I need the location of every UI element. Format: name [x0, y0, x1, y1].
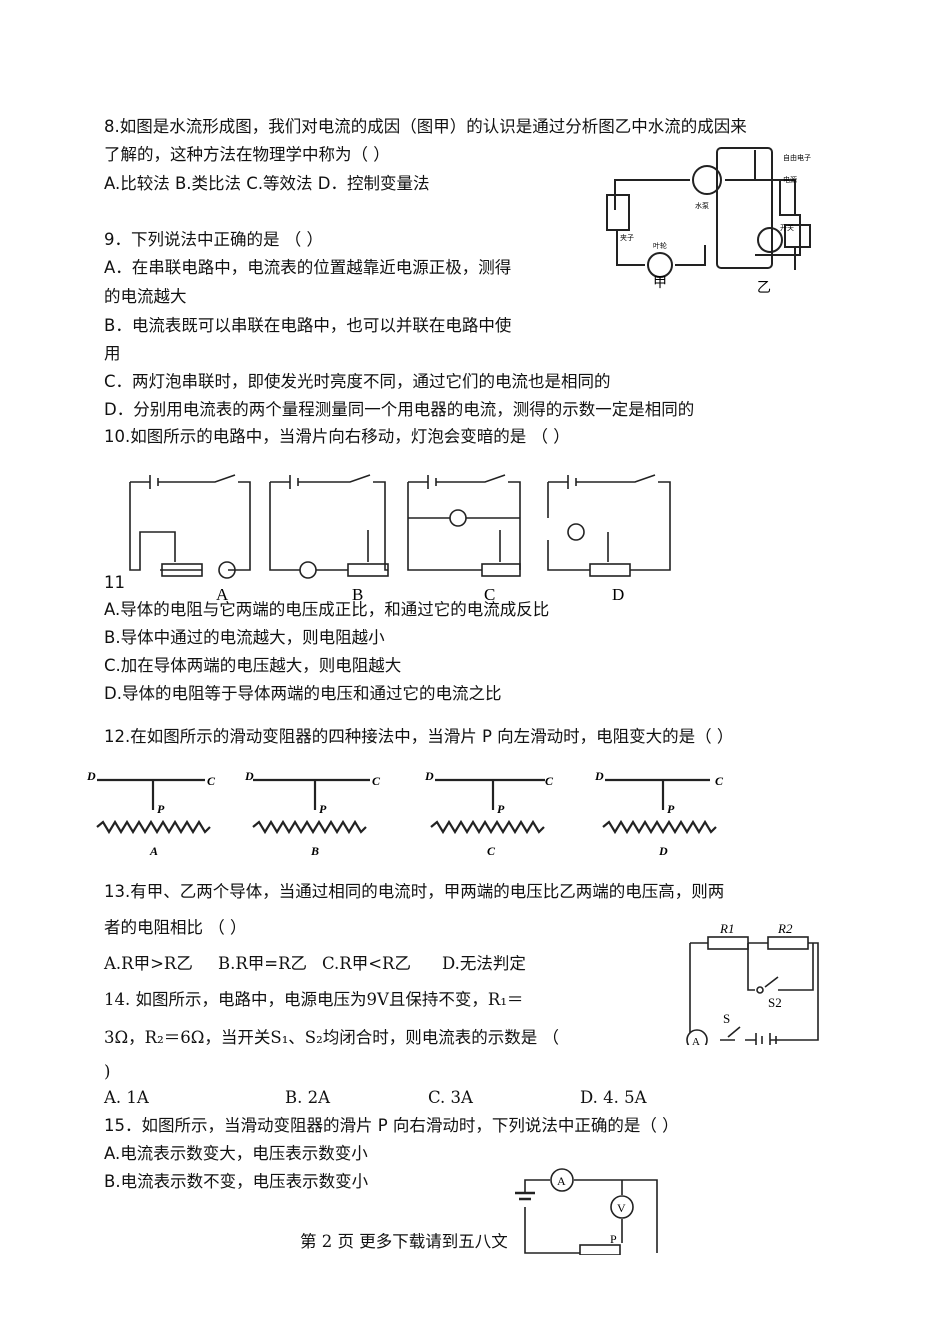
q8-options: A.比较法 B.类比法 C.等效法 D．控制变量法 [104, 174, 430, 193]
q12-rheostats: D C P D C P D C P D C P A B C D [86, 769, 724, 858]
q15-b: B.电流表示数不变，电压表示数变小 [104, 1172, 369, 1191]
q15-circuit: A V P [515, 1168, 658, 1255]
q12-b-c: C [372, 774, 381, 788]
q9-a2: 的电流越大 [104, 287, 187, 306]
q13-opt-a: A.R甲>R乙 [104, 954, 193, 973]
q12-d-c: C [715, 774, 724, 788]
q15-stem: 15．如图所示，当滑动变阻器的滑片 P 向右滑动时，下列说法中正确的是（ ） [104, 1116, 679, 1135]
q10-stem: 10.如图所示的电路中，当滑片向右移动，灯泡会变暗的是 （ ） [104, 427, 570, 446]
q12-c-c: C [545, 774, 554, 788]
q12-label-d: D [658, 844, 668, 858]
q15-a: A.电流表示数变大，电压表示数变小 [104, 1144, 368, 1163]
clip-label: 夹子 [620, 233, 634, 242]
q9-d: D．分别用电流表的两个量程测量同一个用电器的电流，测得的示数一定是相同的 [104, 400, 695, 419]
q12-a-p: P [157, 802, 165, 816]
q14-r2-label: R2 [777, 921, 793, 936]
q12-a-c: C [207, 774, 216, 788]
q14-line2: 3Ω，R₂＝6Ω，当开关S₁、S₂均闭合时，则电流表的示数是 （ [104, 1028, 559, 1047]
q11-d: D.导体的电阻等于导体两端的电压和通过它的电流之比 [104, 684, 502, 703]
q14-line1: 14. 如图所示，电路中，电源电压为9V且保持不变，R₁＝ [104, 990, 524, 1009]
q9-b1: B．电流表既可以串联在电路中，也可以并联在电路中使 [104, 316, 512, 335]
q12-b-p: P [319, 802, 327, 816]
q13-opt-b: B.R甲=R乙 [218, 954, 308, 973]
q15-voltmeter-label: V [617, 1201, 626, 1215]
q14-ammeter-label: A [692, 1036, 700, 1045]
page-footer: 第 2 页 更多下载请到五八文 [300, 1232, 508, 1251]
q12-b-d: D [244, 769, 254, 783]
q14-opt-d: D. 4. 5A [580, 1088, 647, 1107]
q15-p-label: P [610, 1232, 617, 1246]
q12-stem: 12.在如图所示的滑动变阻器的四种接法中，当滑片 P 向左滑动时，电阻变大的是（… [104, 727, 734, 746]
source-label: 电源 [783, 175, 797, 184]
q12-label-b: B [310, 844, 319, 858]
q14-r1-label: R1 [719, 921, 734, 936]
q12-d-d: D [594, 769, 604, 783]
q13-line2: 者的电阻相比 （ ） [104, 918, 247, 937]
q12-c-p: P [497, 802, 505, 816]
fig-jia: 甲 [653, 276, 667, 291]
q12-label-a: A [149, 844, 158, 858]
q8-line2: 了解的，这种方法在物理学中称为（ ） [104, 145, 390, 164]
q11-number: 11 [104, 573, 125, 592]
q14-s2-label: S2 [768, 995, 782, 1010]
q9-b2: 用 [104, 344, 121, 363]
q10-label-b: B [352, 585, 363, 604]
q10-label-d: D [612, 585, 624, 604]
q9-c: C．两灯泡串联时，即使发光时亮度不同，通过它们的电流也是相同的 [104, 372, 611, 391]
q14-opt-b: B. 2A [285, 1088, 331, 1107]
q12-label-c: C [487, 844, 496, 858]
q9-stem: 9．下列说法中正确的是 （ ） [104, 230, 323, 249]
water-current-figure: 水泵 夹子 叶轮 自由电子 电源 开关 甲 乙 [606, 147, 811, 295]
q11-b: B.导体中通过的电流越大，则电阻越小 [104, 628, 385, 647]
q14-opt-a: A. 1A [104, 1088, 149, 1107]
q13-line1: 13.有甲、乙两个导体，当通过相同的电流时，甲两端的电压比乙两端的电压高，则两 [104, 882, 725, 901]
switch-label: 开关 [780, 223, 794, 232]
q14-s-label: S [723, 1011, 730, 1026]
q8-line1: 8.如图是水流形成图，我们对电流的成因（图甲）的认识是通过分析图乙中水流的成因来 [104, 117, 747, 136]
q13-opt-c: C.R甲<R乙 [322, 954, 411, 973]
fig-yi: 乙 [757, 280, 771, 295]
electron-label: 自由电子 [783, 153, 811, 162]
q14-opt-c: C. 3A [428, 1088, 473, 1107]
q12-d-p: P [667, 802, 675, 816]
q10-label-c: C [484, 585, 495, 604]
q10-circuits: A B C D [129, 474, 671, 604]
q15-ammeter-label: A [557, 1174, 566, 1188]
q14-line3: ) [104, 1062, 111, 1081]
q10-label-a: A [216, 585, 229, 604]
impeller-label: 叶轮 [653, 241, 667, 250]
q14-circuit: A R1 R2 S2 S [686, 921, 819, 1045]
q9-a1: A．在串联电路中，电流表的位置越靠近电源正极，测得 [104, 258, 512, 277]
pump-label: 水泵 [695, 201, 709, 210]
q13-opt-d: D.无法判定 [442, 954, 526, 973]
q11-c: C.加在导体两端的电压越大，则电阻越大 [104, 656, 402, 675]
q12-a-d: D [86, 769, 96, 783]
q12-c-d: D [424, 769, 434, 783]
q11-a: A.导体的电阻与它两端的电压成正比，和通过它的电流成反比 [104, 600, 550, 619]
